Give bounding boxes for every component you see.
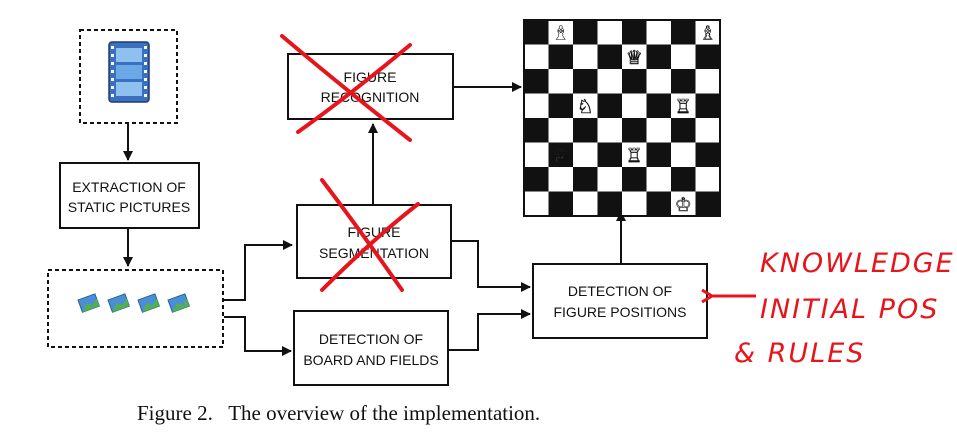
board-detection-box: [293, 310, 449, 386]
annotation-line-2: INITIAL POS: [760, 294, 939, 325]
board-square-dark: [671, 118, 696, 143]
annotation-line-1: KNOWLEDGE: [760, 248, 955, 279]
board-square-dark: [695, 93, 720, 118]
board-square-dark: [548, 93, 573, 118]
recognition-crossout: [280, 34, 412, 142]
board-square-dark: [646, 44, 671, 69]
chess-piece: ♕: [552, 145, 569, 167]
image-thumbnail-icon: [77, 293, 191, 313]
extraction-box: [59, 162, 200, 229]
board-square-dark: [646, 191, 671, 216]
board-square-dark: [548, 44, 573, 69]
chess-piece: ♔: [675, 194, 692, 216]
annotation-line-3: & RULES: [734, 338, 865, 369]
figure-caption: Figure 2. The overview of the implementa…: [137, 401, 540, 425]
segmentation-crossout: [320, 178, 420, 292]
pictures-box: [47, 269, 224, 348]
board-square-dark: [524, 20, 549, 45]
board-square-dark: [548, 142, 573, 167]
board-square-dark: [573, 167, 598, 192]
board-square-dark: [671, 167, 696, 192]
extraction-label-2: STATIC PICTURES: [68, 199, 190, 215]
board-square-dark: [695, 44, 720, 69]
board-square-dark: [524, 167, 549, 192]
arrow-board-to-positions: [449, 309, 531, 351]
arrow-segmentation-to-positions: [451, 240, 531, 292]
board-square-dark: [695, 191, 720, 216]
board-square-dark: [622, 118, 647, 143]
positions-box: [532, 263, 708, 339]
board-square-dark: [646, 142, 671, 167]
board-square-dark: [524, 118, 549, 143]
extraction-label-1: EXTRACTION OF: [72, 179, 186, 195]
board-square-dark: [671, 20, 696, 45]
chess-piece: ♕: [626, 47, 643, 69]
board-square-dark: [524, 69, 549, 94]
board-square-dark: [548, 191, 573, 216]
board-square-dark: [622, 167, 647, 192]
board-square-dark: [671, 69, 696, 94]
board-detection-label-1: DETECTION OF: [319, 331, 423, 347]
knowledge-annotation: KNOWLEDGE INITIAL POS & RULES: [712, 248, 955, 369]
board-square-dark: [597, 191, 622, 216]
positions-label-2: FIGURE POSITIONS: [553, 304, 686, 320]
arrow-pictures-to-segmentation: [224, 240, 293, 301]
board-square-dark: [573, 69, 598, 94]
board-square-dark: [573, 20, 598, 45]
board-square-dark: [597, 142, 622, 167]
board-square-dark: [646, 93, 671, 118]
film-input-box: [79, 29, 178, 124]
film-strip-icon: [108, 41, 150, 103]
board-square-dark: [622, 69, 647, 94]
board-square-dark: [573, 118, 598, 143]
board-square-dark: [597, 44, 622, 69]
recognition-label-2: RECOGNITION: [321, 89, 420, 105]
board-square-dark: [695, 142, 720, 167]
chess-piece: ♘: [577, 96, 594, 118]
chessboard: ♝ ♗ ♕ ♘ ♖ ♕ ♖ ♔: [523, 19, 721, 217]
chess-piece: ♖: [675, 96, 692, 118]
chess-piece: ♗: [699, 23, 716, 45]
board-square-dark: [622, 20, 647, 45]
board-detection-label-2: BOARD AND FIELDS: [303, 352, 438, 368]
chess-piece: ♝: [552, 23, 569, 45]
positions-label-1: DETECTION OF: [568, 283, 672, 299]
board-square-dark: [597, 93, 622, 118]
arrow-pictures-to-board: [224, 316, 292, 356]
chess-piece: ♖: [626, 145, 643, 167]
